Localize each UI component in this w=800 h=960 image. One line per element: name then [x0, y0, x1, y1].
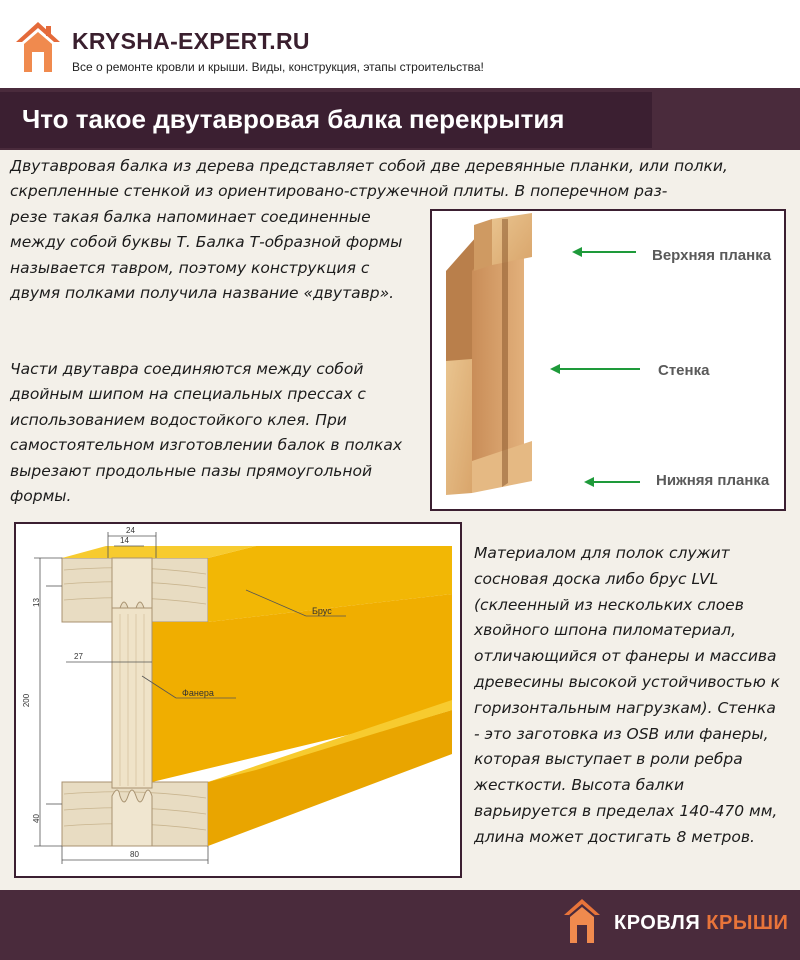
- footer-brand[interactable]: КРОВЛЯ КРЫШИ: [614, 912, 788, 935]
- label-plywood: Фанера: [182, 688, 214, 698]
- beam-photo: Верхняя планка Стенка Нижняя планка: [430, 209, 786, 511]
- beam-drawing-illustration: [34, 532, 452, 864]
- label-top-plank: Верхняя планка: [652, 247, 772, 264]
- intro-paragraph-continued: резе такая балка напоминает соединенные …: [10, 208, 403, 303]
- label-web: Стенка: [658, 362, 710, 379]
- page-title: Что такое двутавровая балка перекрытия: [22, 104, 565, 134]
- arrow-top-icon: [572, 247, 636, 257]
- label-beam: Брус: [312, 606, 332, 616]
- site-tagline: Все о ремонте кровли и крыши. Виды, конс…: [72, 60, 484, 74]
- material-paragraph: Материалом для полок служит сосновая дос…: [474, 544, 781, 846]
- dim-web-thickness: 27: [74, 652, 83, 661]
- dim-flange-depth: 13: [31, 598, 41, 607]
- arrow-bottom-icon: [584, 477, 640, 487]
- joining-paragraph: Части двутавра соединяются между собой д…: [10, 360, 402, 506]
- footer-brand-word-1: КРОВЛЯ: [614, 912, 701, 934]
- site-name[interactable]: KRYSHA-EXPERT.RU: [72, 28, 310, 54]
- beam-drawing: 24 14 13 27 200 40 80 Брус Фанера: [14, 522, 462, 878]
- intro-paragraph: Двутавровая балка из дерева представляет…: [10, 157, 728, 201]
- footer-house-logo-icon[interactable]: [562, 897, 602, 947]
- arrow-web-icon: [550, 364, 640, 374]
- dim-height: 200: [22, 693, 32, 708]
- beam-photo-illustration: [446, 213, 532, 495]
- label-bottom-plank: Нижняя планка: [656, 472, 770, 489]
- dim-top-outer: 24: [126, 526, 135, 535]
- house-logo-icon[interactable]: [14, 20, 62, 76]
- dim-width: 80: [130, 850, 139, 859]
- dim-bottom-flange: 40: [31, 814, 41, 823]
- site-header: KRYSHA-EXPERT.RU Все о ремонте кровли и …: [0, 0, 800, 88]
- dim-top-inner: 14: [120, 536, 129, 545]
- title-bar: [0, 92, 652, 148]
- footer-brand-word-2: КРЫШИ: [706, 912, 789, 934]
